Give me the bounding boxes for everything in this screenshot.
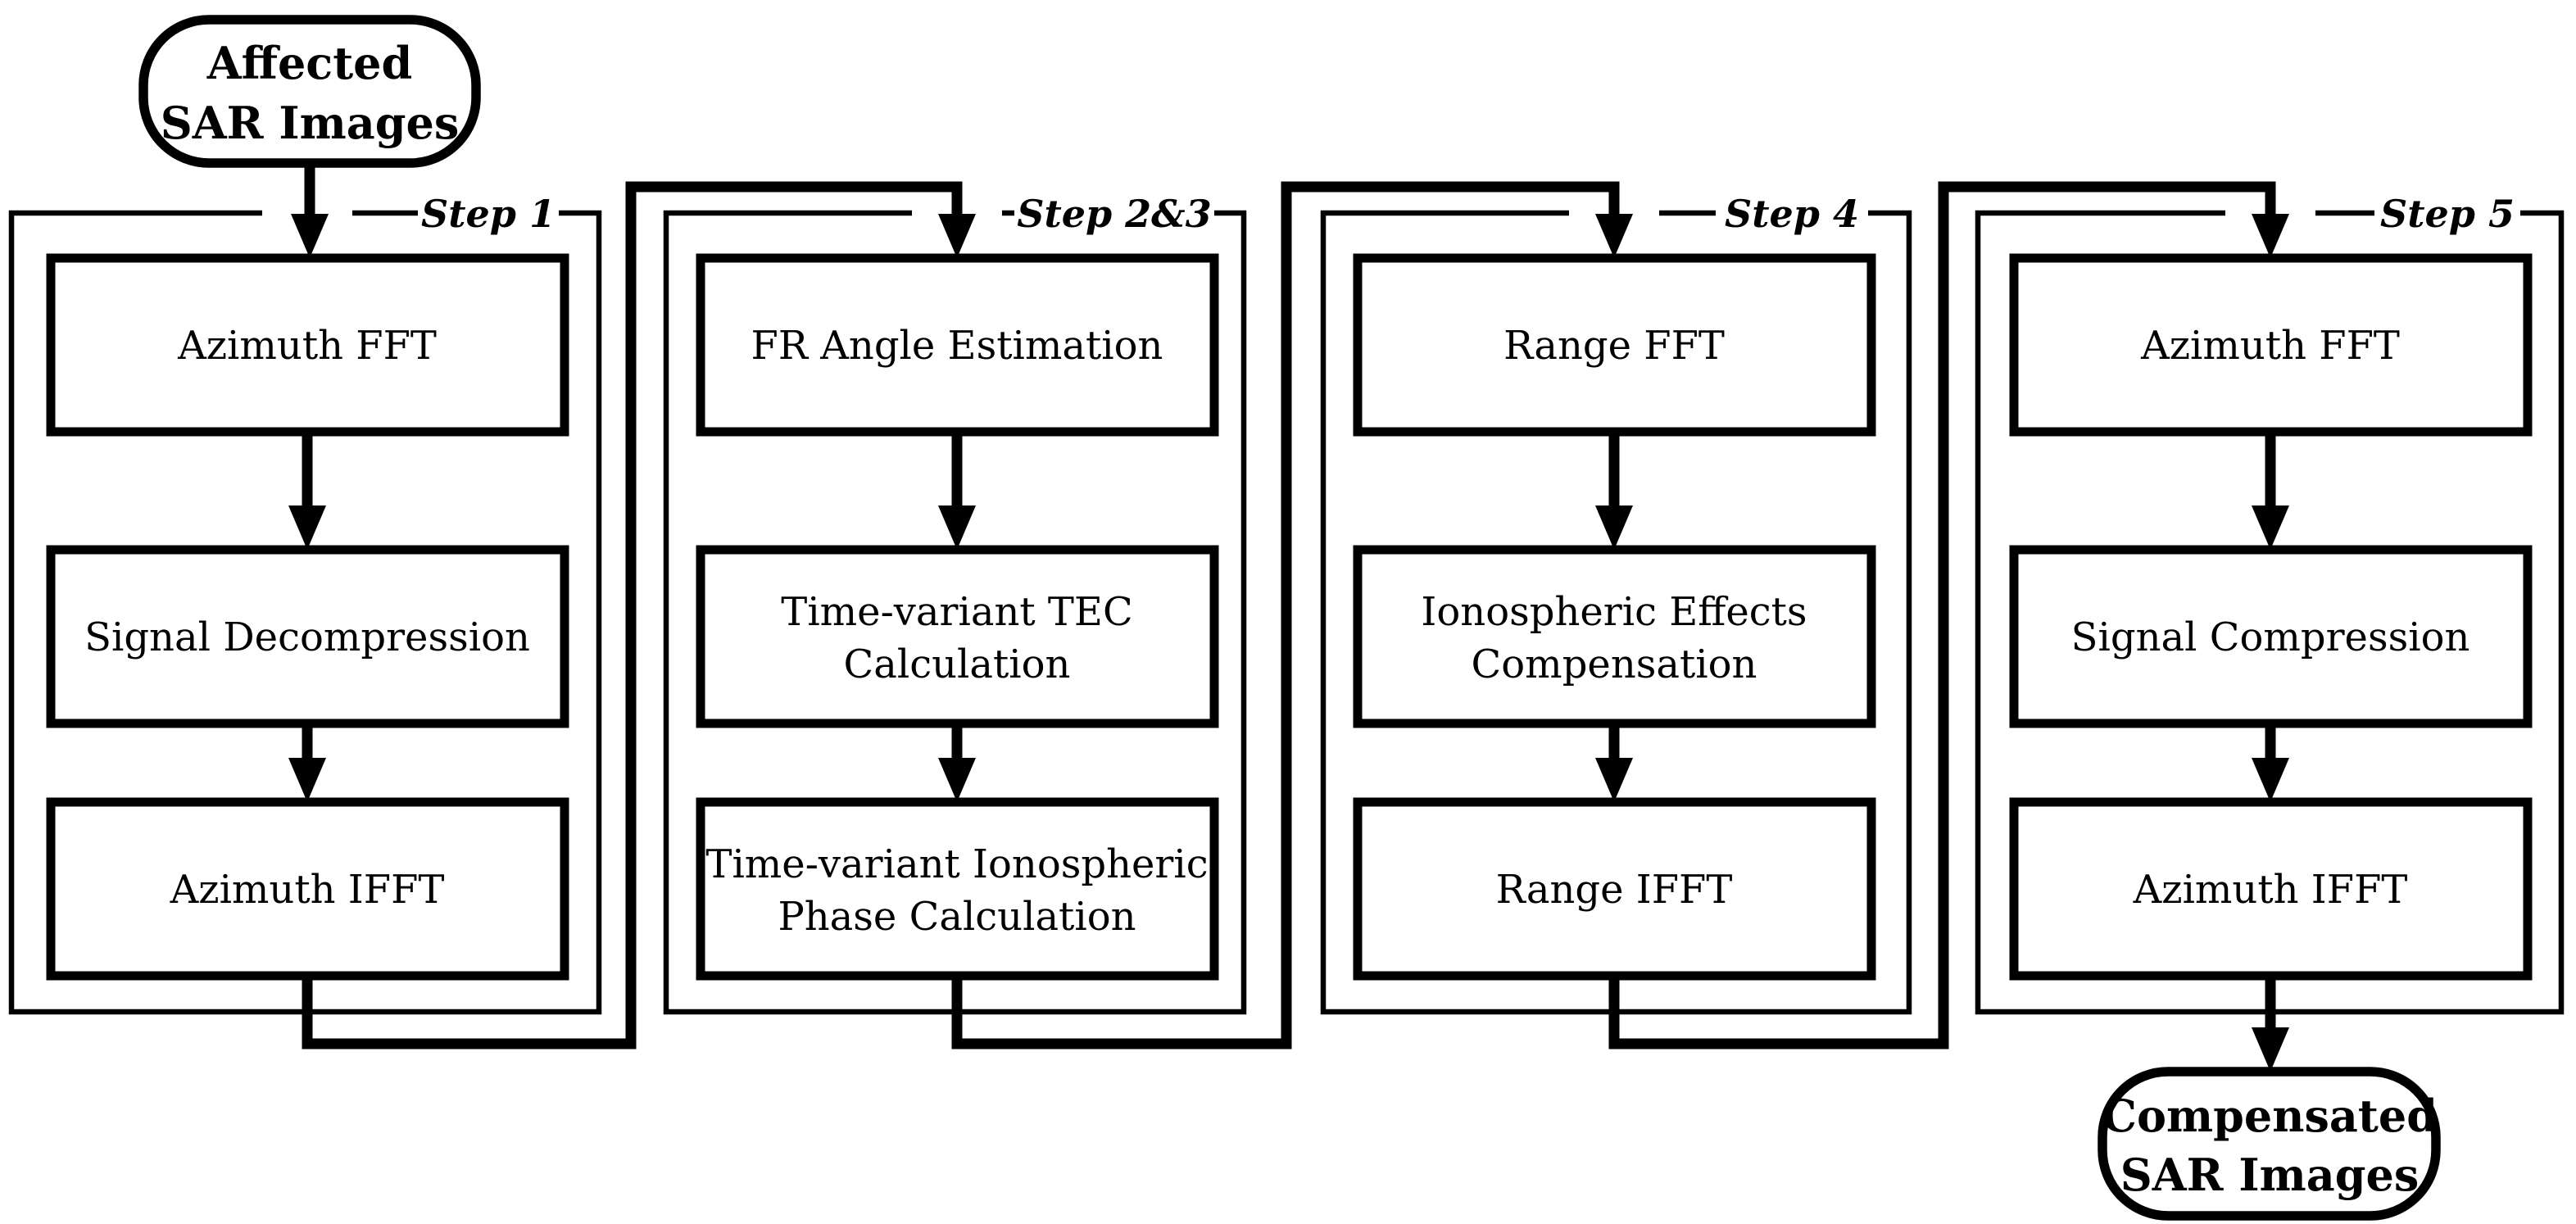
box-time-variant-ionospheric-phase xyxy=(696,797,1219,981)
box-ionospheric-effects-compensation-line1: Ionospheric Effects xyxy=(1421,589,1807,635)
box-time-variant-ionospheric-phase-line1: Time-variant Ionospheric xyxy=(705,841,1208,887)
box-azimuth-fft-2 xyxy=(2009,253,2533,437)
group-step2-3-label: Step 2&3 xyxy=(1017,192,1211,236)
box-azimuth-fft-1-label: Azimuth FFT xyxy=(177,323,437,369)
arrow-step5-to-end xyxy=(2252,976,2289,1072)
box-ionospheric-effects-compensation-line2: Compensation xyxy=(1472,641,1757,687)
arrow-step4-row2-row3 xyxy=(1595,723,1633,802)
box-signal-compression xyxy=(2009,545,2533,728)
box-range-ifft-label: Range IFFT xyxy=(1496,867,1733,913)
arrow-step2-row2-row3 xyxy=(938,723,976,802)
group-step4-label: Step 4 xyxy=(1725,192,1859,236)
connector-step4-to-step5 xyxy=(1608,181,2289,1049)
box-azimuth-fft-1 xyxy=(46,253,569,437)
arrow-step5-row2-row3 xyxy=(2252,723,2289,802)
box-signal-compression-label: Signal Compression xyxy=(2071,614,2470,660)
start-node-line2: SAR Images xyxy=(161,97,459,149)
group-step2-3: Step 2&3 FR Angle Estimation Time-varian… xyxy=(663,192,1247,1015)
box-time-variant-ionospheric-phase-line2: Phase Calculation xyxy=(778,894,1136,940)
connector-step1-to-step2 xyxy=(302,181,976,1049)
end-node: Compensated SAR Images xyxy=(2098,1067,2441,1221)
start-node-line1: Affected xyxy=(206,37,413,89)
box-range-fft-label: Range FFT xyxy=(1503,323,1725,369)
arrow-step2-row1-row2 xyxy=(938,432,976,550)
box-azimuth-ifft-2-label: Azimuth IFFT xyxy=(2133,867,2408,913)
arrow-step5-row1-row2 xyxy=(2252,432,2289,550)
box-time-variant-tec-line1: Time-variant TEC xyxy=(781,589,1132,635)
arrow-step4-row1-row2 xyxy=(1595,432,1633,550)
box-azimuth-ifft-1 xyxy=(46,797,569,981)
group-step1: Step 1 Azimuth FFT Signal Decompression … xyxy=(8,192,602,1015)
box-azimuth-ifft-1-label: Azimuth IFFT xyxy=(170,867,445,913)
end-node-line2: SAR Images xyxy=(2120,1149,2419,1201)
box-range-fft xyxy=(1353,253,1876,437)
arrow-step1-row2-row3 xyxy=(288,723,326,802)
box-signal-decompression-label: Signal Decompression xyxy=(84,614,530,660)
group-step5-label: Step 5 xyxy=(2380,192,2515,236)
box-azimuth-ifft-2 xyxy=(2009,797,2533,981)
end-node-line1: Compensated xyxy=(2102,1090,2438,1142)
box-ionospheric-effects-compensation xyxy=(1353,545,1876,728)
arrow-step1-row1-row2 xyxy=(288,432,326,550)
group-step5: Step 5 Azimuth FFT Signal Compression Az… xyxy=(1975,192,2565,1015)
start-node: Affected SAR Images xyxy=(138,15,481,168)
box-azimuth-fft-2-label: Azimuth FFT xyxy=(2140,323,2400,369)
connector-step2-to-step4 xyxy=(951,181,1633,1049)
group-step4: Step 4 Range FFT Ionospheric Effects Com… xyxy=(1320,192,1912,1015)
end-node-shape xyxy=(2098,1067,2441,1221)
group-step1-label: Step 1 xyxy=(421,192,556,236)
box-time-variant-tec-line2: Calculation xyxy=(844,641,1071,687)
arrow-start-to-step1 xyxy=(291,163,329,258)
box-fr-angle-estimation-label: FR Angle Estimation xyxy=(751,323,1163,369)
box-time-variant-tec xyxy=(696,545,1219,728)
